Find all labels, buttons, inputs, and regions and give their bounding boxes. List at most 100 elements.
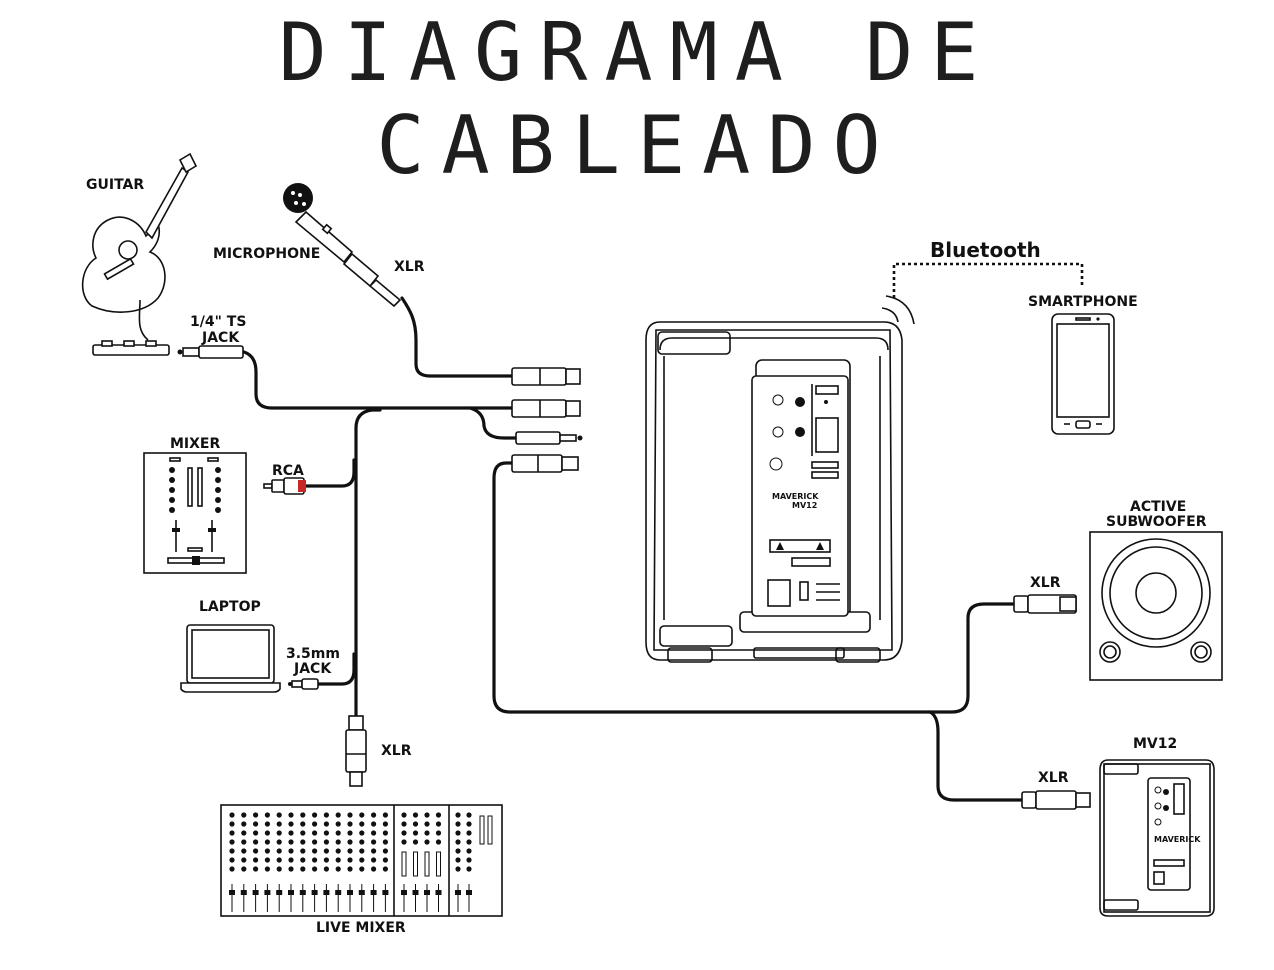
- mixer-knob: [288, 839, 294, 845]
- live-mixer-trunk: [354, 408, 382, 718]
- mixer-knob: [435, 812, 442, 818]
- mixer-knob: [455, 839, 461, 845]
- mixer-knob: [347, 821, 353, 827]
- mixer-knob: [300, 830, 306, 836]
- mixer-knob: [253, 848, 259, 854]
- mixer-knob: [323, 848, 329, 854]
- mixer-fader-cap: [347, 890, 353, 895]
- mixer-knob: [323, 839, 329, 845]
- mixer-knob: [323, 866, 329, 872]
- mixer-knob: [312, 821, 318, 827]
- mixer-fader-cap: [323, 890, 330, 895]
- mixer-knob: [435, 821, 442, 827]
- ts-plug: [515, 431, 583, 445]
- mixer-knob: [424, 821, 430, 827]
- live-mixer-faders: [229, 815, 493, 912]
- sub-cable: [928, 602, 1018, 714]
- mixer-knob: [229, 830, 235, 836]
- mixer-knob: [241, 857, 247, 863]
- mixer-fader-cap: [401, 890, 407, 895]
- mixer-knob: [382, 821, 388, 827]
- mixer-knob: [276, 821, 282, 827]
- mixer-knob: [276, 866, 282, 872]
- mixer-knob: [382, 848, 388, 854]
- microphone-icon: [283, 183, 402, 308]
- mixer-fader-cap: [358, 890, 365, 895]
- mixer-knob: [323, 830, 329, 836]
- mixer-knob: [424, 839, 430, 845]
- mixer-knob: [455, 821, 461, 827]
- mixer-knob: [312, 866, 318, 872]
- mixer-meter: [479, 815, 485, 845]
- mixer-knob: [312, 857, 318, 863]
- mixer-knob: [312, 839, 318, 845]
- mixer-knob: [288, 848, 294, 854]
- mixer-fader-cap: [264, 890, 271, 895]
- mixer-knob: [371, 821, 377, 827]
- mixer-knob: [288, 857, 294, 863]
- mixer-knob: [312, 830, 318, 836]
- mixer-fader-cap: [435, 890, 442, 895]
- mini-jack-plug: [288, 678, 319, 690]
- mixer-knob: [371, 830, 377, 836]
- mixer-knob: [412, 839, 419, 845]
- mixer-knob: [323, 857, 329, 863]
- live-mixer-knobs: [229, 812, 472, 872]
- xlr-sub-label: XLR: [1030, 575, 1061, 591]
- ts-jack-plug: [177, 345, 244, 359]
- mixer-knob: [288, 830, 294, 836]
- mixer-knob: [371, 866, 377, 872]
- mixer-knob: [455, 857, 461, 863]
- xlr-plug-3: [511, 454, 579, 473]
- mixer-knob: [241, 830, 247, 836]
- mixer-knob: [371, 812, 377, 818]
- mixer-knob: [288, 812, 294, 818]
- mixer-knob: [300, 866, 306, 872]
- mini-jack-cable: [314, 652, 356, 686]
- mixer-knob: [241, 821, 247, 827]
- mixer-knob: [347, 848, 353, 854]
- mixer-knob: [264, 839, 270, 845]
- ts-jack-label-1: 1/4" TS: [190, 314, 246, 330]
- ts-jack-cable: [468, 406, 518, 440]
- page-title: DIAGRAMA DE CABLEADO: [278, 6, 996, 192]
- mixer-knob: [412, 812, 419, 818]
- mixer-knob: [264, 848, 270, 854]
- mixer-knob: [323, 821, 329, 827]
- microphone-cable: [400, 296, 514, 378]
- rca-cable: [304, 458, 356, 488]
- mixer-knob: [241, 812, 247, 818]
- mini-jack-label-1: 3.5mm: [286, 646, 340, 662]
- mixer-fader-cap: [370, 890, 377, 895]
- mixer-fader-cap: [412, 890, 419, 895]
- xlr-mic-label: XLR: [394, 259, 425, 275]
- mixer-knob: [412, 821, 419, 827]
- mixer-knob: [466, 839, 472, 845]
- dj-mixer-icon: [143, 452, 247, 574]
- mixer-knob: [466, 821, 472, 827]
- xlr-live-connector: [345, 715, 367, 787]
- mixer-knob: [229, 812, 235, 818]
- mixer-knob: [264, 821, 270, 827]
- mixer-knob: [401, 839, 407, 845]
- mixer-knob: [276, 857, 282, 863]
- mixer-knob: [312, 848, 318, 854]
- xlr-mv12-plug: [1021, 790, 1091, 810]
- mixer-knob: [335, 848, 341, 854]
- guitar-label: GUITAR: [86, 177, 144, 193]
- mixer-knob: [300, 821, 306, 827]
- mixer-fader-cap: [229, 890, 235, 895]
- guitar-icon: [81, 152, 198, 341]
- mixer-knob: [229, 857, 235, 863]
- mixer-knob: [264, 866, 270, 872]
- mixer-knob: [371, 848, 377, 854]
- mixer-meter: [401, 851, 407, 877]
- mixer-knob: [455, 848, 461, 854]
- active-subwoofer-icon: [1089, 531, 1223, 681]
- xlr-mv12-label: XLR: [1038, 770, 1069, 786]
- mixer-fader-cap: [252, 890, 259, 895]
- mixer-knob: [382, 866, 388, 872]
- mixer-knob: [276, 848, 282, 854]
- mixer-fader-cap: [382, 890, 389, 895]
